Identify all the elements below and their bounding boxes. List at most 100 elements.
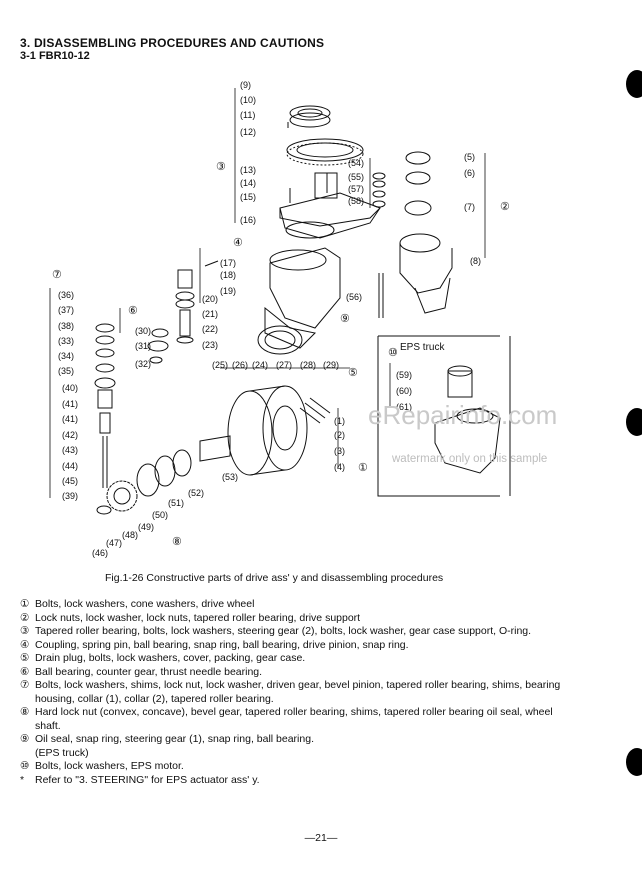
procedure-item: ⑥ Ball bearing, counter gear, thrust need… [20,666,580,680]
part-number-label: (24) [252,360,268,370]
part-number-label: (40) [62,383,78,393]
procedure-marker [20,747,35,761]
part-number-label: (2) [334,430,345,440]
part-number-label: (31) [135,341,151,351]
procedure-marker: ② [20,611,30,624]
upper-bearing-drawing [286,105,364,166]
part-number-label: (33) [58,336,74,346]
part-number-label: (9) [240,80,251,90]
procedure-item: *Refer to "3. STEERING" for EPS actuator… [20,774,580,788]
part-number-label: (57) [348,184,364,194]
watermark-site: eRepairinfo.com [368,400,558,430]
procedure-text: Hard lock nut (convex, concave), bevel g… [35,706,553,732]
part-number-label: (14) [240,178,256,188]
part-number-label: (58) [348,196,364,206]
procedure-text: Ball bearing, counter gear, thrust needl… [35,665,263,678]
procedure-item: ⑨ Oil seal, snap ring, steering gear (1),… [20,733,580,747]
group-marker-label: ⑤ [348,367,358,379]
procedure-text: (EPS truck) [35,746,89,759]
procedure-marker: ⑨ [20,733,30,745]
group-marker-label: ③ [216,161,226,173]
procedure-text: Bolts, lock washers, EPS motor. [35,760,184,772]
part-number-label: (41) [62,399,78,409]
part-number-label: (39) [62,491,78,501]
part-number-label: (29) [323,360,339,370]
part-number-label: (42) [62,430,78,440]
part-number-label: (10) [240,95,256,105]
part-number-label: (6) [464,168,475,178]
procedure-item: ⑤ Drain plug, bolts, lock washers, cover,… [20,652,580,666]
part-number-label: (11) [240,110,255,120]
part-number-label: (45) [62,476,78,486]
counter-gear-drawing [147,328,169,364]
part-number-label: (12) [240,127,256,137]
procedure-marker: ⑥ [20,665,30,678]
procedure-marker: ⑦ [20,679,30,691]
part-number-label: (17) [220,258,236,268]
group-marker-label: ② [500,201,510,213]
exploded-parts-diagram: (9)(10)(11)(12)(13)(14)(15)(16)(17)(18)(… [49,80,511,558]
part-number-label: (54) [348,158,364,168]
wheel-shaft-gear-drawing [96,449,192,515]
group-marker-label: ① [358,462,368,474]
procedure-marker: ⑩ [20,760,30,772]
part-number-label: (43) [62,445,78,455]
part-number-label: (8) [470,256,481,266]
section-heading: 3. DISASSEMBLING PROCEDURES AND CAUTIONS [20,36,325,50]
part-number-label: (36) [58,290,74,300]
part-number-label: (15) [240,192,256,202]
procedure-text: Drain plug, bolts, lock washers, cover, … [35,652,306,664]
part-number-label: (19) [220,286,236,296]
part-number-label: (1) [334,416,345,426]
part-number-label: (3) [334,446,345,456]
part-number-label: (26) [232,360,248,370]
gear-case-drawing [257,247,341,355]
procedure-marker: ④ [20,638,30,651]
figure-caption: Fig.1-26 Constructive parts of drive ass… [105,572,444,584]
part-number-label: (60) [396,386,412,396]
subsection-heading: 3-1 FBR10-12 [20,50,90,62]
group-marker-label: ⑩ [388,347,398,359]
procedure-text: Bolts, lock washers, shims, lock nut, lo… [35,679,561,705]
procedure-marker: ⑤ [20,652,30,664]
procedure-text: Coupling, spring pin, ball bearing, snap… [35,638,409,651]
procedure-marker: ③ [20,625,30,637]
part-number-label: (13) [240,165,256,175]
drive-wheel-drawing [199,385,308,476]
procedure-item: ⑩ Bolts, lock washers, EPS motor. [20,760,580,774]
part-number-label: (30) [135,326,151,336]
part-number-label: (28) [300,360,316,370]
procedure-item: ⑦ Bolts, lock washers, shims, lock nut, l… [20,679,580,706]
procedure-text: Tapered roller bearing, bolts, lock wash… [35,625,532,637]
part-number-label: (44) [62,461,78,471]
part-number-label: (5) [464,152,475,162]
part-number-label: (61) [396,402,412,412]
procedure-marker: ① [20,598,30,610]
binder-hole-top [626,70,642,98]
part-number-label: (37) [58,305,74,315]
part-number-label: (20) [202,294,218,304]
part-number-label: (50) [152,510,168,520]
part-number-label: (38) [58,321,74,331]
drive-support-drawing [399,233,453,314]
part-number-label: (21) [202,309,218,319]
cone-washer-bolts-drawing [299,397,331,424]
part-number-label: (34) [58,351,74,361]
watermark-note: watermark only on this sample [392,453,548,465]
part-number-label: (23) [202,340,218,350]
gear-case-support-drawing [279,172,381,239]
part-number-label: (59) [396,370,412,380]
group-marker-label: ⑥ [128,305,138,317]
part-number-label: (18) [220,270,236,280]
eps-truck-box [377,335,511,497]
eps-truck-label: EPS truck [400,342,445,353]
procedure-text: Oil seal, snap ring, steering gear (1), … [35,733,314,745]
part-number-label: (55) [348,172,364,182]
binder-hole-middle [626,408,642,436]
part-number-label: (49) [138,522,154,532]
group-marker-label: ⑦ [52,269,62,281]
group-marker-label: ⑧ [172,536,182,548]
